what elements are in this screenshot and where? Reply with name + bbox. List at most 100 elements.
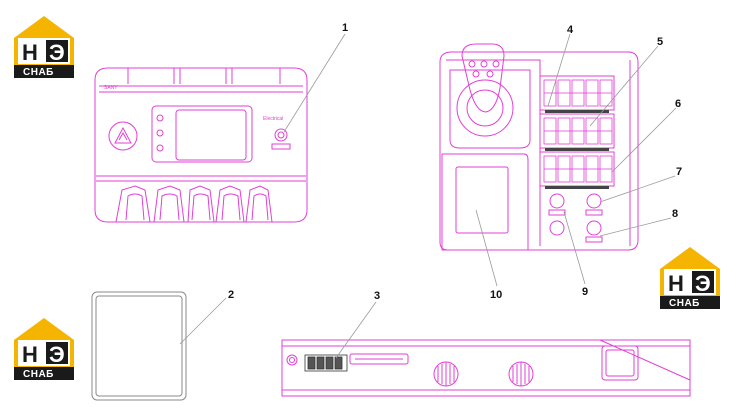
rotary-knob [549, 193, 565, 209]
knob-group [548, 193, 603, 243]
logo-sub-text: СНАБ [669, 298, 700, 309]
joystick-button [472, 70, 480, 78]
armrest-pad-outline [441, 153, 529, 251]
console-strip-dial-ridges [437, 362, 455, 386]
triangle-logo-icon [114, 126, 132, 144]
controller-display-screen [175, 109, 247, 161]
console-strip-display [601, 345, 639, 381]
knob-label-plate [585, 209, 603, 216]
console-switch-frame [304, 354, 348, 372]
callout-4: 4 [567, 24, 574, 36]
logo-bottom-left: H Э СНАБ [14, 318, 74, 380]
controller-top-tab [231, 67, 281, 84]
controller-knob-label-plate [271, 143, 291, 150]
leader-line-8 [599, 217, 672, 237]
rotary-knob [549, 220, 565, 236]
logo-letter-e-box [692, 271, 714, 293]
controller-body-outline [94, 67, 308, 223]
controller-vent-arches [115, 185, 273, 223]
triangle-logo-ring [108, 121, 138, 151]
cover-panel-inner [95, 295, 183, 397]
callout-5: 5 [657, 36, 663, 48]
rotary-knob [586, 220, 602, 236]
leader-line-5 [589, 45, 659, 127]
callout-6: 6 [675, 98, 681, 110]
joystick-base [449, 69, 531, 149]
cover-panel-outer [91, 291, 187, 401]
console-strip-hole [286, 354, 298, 366]
logo-sub-text: СНАБ [23, 369, 54, 380]
logo-sub-box [14, 367, 74, 380]
switch-divider [544, 92, 612, 170]
callout-2: 2 [228, 289, 234, 301]
logo-letter-h: H [22, 342, 38, 367]
console-strip-hole-inner [289, 357, 295, 363]
indicator-led [156, 114, 164, 122]
logo-letter-e: Э [49, 342, 65, 367]
console-strip-card-slot [349, 353, 409, 365]
knob-label-plate [548, 209, 566, 216]
console-switch [316, 356, 325, 370]
callout-numbers: 1 2 3 4 5 6 7 8 9 10 [228, 22, 682, 302]
rotary-knob [586, 193, 602, 209]
switch-label-plate [545, 186, 609, 189]
leader-line-4 [547, 33, 571, 107]
armrest-pad-surface [455, 166, 509, 234]
controller-unit [94, 67, 308, 223]
logo-sub-box [660, 296, 720, 309]
leader-line-2 [179, 297, 227, 345]
model-label: Electrical [263, 116, 283, 122]
console-strip-dial-ridges [512, 362, 530, 386]
joystick-panel-inner [446, 59, 631, 246]
brand-label: SANY [104, 85, 118, 91]
indicator-led [156, 129, 164, 137]
joystick-button [468, 60, 476, 68]
joystick-panel-outline [439, 51, 639, 251]
joystick-handle [461, 43, 505, 113]
leader-lines [179, 33, 677, 359]
callout-1: 1 [342, 22, 348, 34]
console-switch [334, 356, 343, 370]
logo-sub-box [14, 65, 74, 78]
leader-line-10 [475, 209, 498, 287]
logo-letter-h: H [668, 271, 684, 296]
switch-label-plate [545, 148, 609, 151]
controller-knob [274, 128, 288, 142]
controller-display-frame [151, 105, 253, 163]
controller-body-inner [99, 85, 303, 93]
joystick-button [480, 60, 488, 68]
callout-9: 9 [582, 286, 588, 298]
logo-right: H Э СНАБ [660, 247, 720, 309]
joystick-boot-inner [466, 89, 504, 127]
joystick-button [486, 70, 494, 78]
switch-label-plate [545, 110, 609, 113]
controller-top-tab [179, 67, 227, 84]
leader-line-7 [599, 175, 676, 203]
callout-7: 7 [676, 166, 682, 178]
callout-8: 8 [672, 208, 678, 220]
controller-top-tab [127, 67, 175, 84]
logo-letter-e: Э [695, 271, 711, 296]
console-switch-cluster [304, 354, 348, 372]
joystick-button [492, 60, 500, 68]
console-strip [281, 339, 691, 397]
indicator-led [156, 144, 164, 152]
callout-10: 10 [490, 289, 502, 301]
logo-letter-h: H [22, 40, 38, 65]
joystick-boot [456, 79, 514, 137]
console-switch [325, 356, 334, 370]
logo-sub-text: СНАБ [23, 67, 54, 78]
joystick-panel [439, 43, 639, 251]
console-strip-outline [281, 339, 691, 397]
logo-letter-e: Э [49, 40, 65, 65]
controller-vent-arches-inner [125, 193, 269, 221]
console-switch [307, 356, 316, 370]
leader-line-1 [283, 33, 346, 133]
controller-body-inner [96, 175, 306, 182]
logo-letter-e-box [46, 40, 68, 62]
logo-letter-e-box [46, 342, 68, 364]
switch-bank [543, 79, 613, 183]
logo-top-left: H Э СНАБ [14, 16, 74, 78]
switch-labels [545, 110, 609, 189]
